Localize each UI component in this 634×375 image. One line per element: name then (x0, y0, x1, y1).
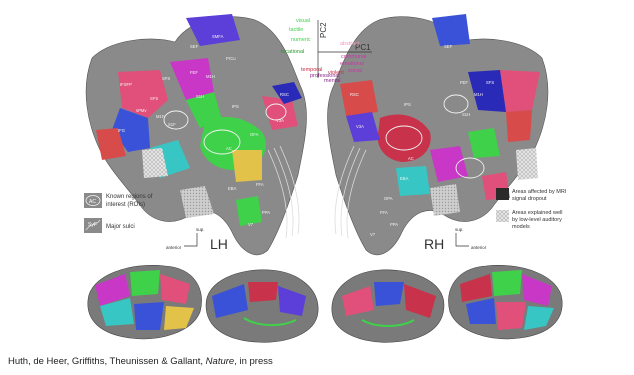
caption-journal: Nature (206, 356, 235, 367)
pc-term-green: visual (296, 18, 310, 24)
caption-status: , in press (234, 356, 273, 367)
dropout-legend-text: signal dropout (512, 196, 547, 202)
pc-term-mixed: mental (324, 78, 341, 84)
roi-legend-text: interest (ROIs) (106, 202, 145, 208)
pc-term-pink: social (348, 68, 362, 74)
pc-term-pink: communal (341, 54, 366, 60)
roi-label: V3A (356, 124, 364, 129)
roi-label: SFS (486, 80, 494, 85)
roi-label: RSC (350, 92, 359, 97)
roi-label: FEF (190, 70, 198, 75)
pc-term-mixed: violent (328, 70, 344, 76)
roi-label: SEF (190, 44, 199, 49)
sulci-legend-text: Major sulci (106, 224, 135, 230)
auditory-legend-text: by low-level auditory (512, 217, 562, 223)
pc-term-green: numeric (291, 37, 311, 43)
roi-label: SMFA (212, 34, 224, 39)
sulci-swatch-label: SyF (88, 222, 97, 228)
roi-label: V7 (248, 222, 254, 227)
pc-term-pink: emotional (340, 61, 364, 67)
roi-label: IPS (232, 104, 239, 109)
roi-label: FFA (380, 210, 388, 215)
roi-label: SEF (444, 44, 453, 49)
roi-label: EBA (400, 176, 409, 181)
roi-label: OFA (250, 132, 259, 137)
inflated-brain-lateral-right (449, 265, 563, 339)
rh-dropout-area (516, 148, 538, 180)
pc-term-green: tactile (289, 27, 303, 33)
roi-label: EBA (228, 186, 237, 191)
inflated-brain-lateral-left (88, 265, 202, 339)
lh-sup-label: sup. (196, 227, 205, 232)
roi-label: S1H (196, 94, 204, 99)
inflated-brain-medial-right (332, 270, 444, 342)
rh-sup-label: sup. (455, 227, 464, 232)
legend-right: Areas affected by MRI signal dropout Are… (496, 188, 567, 230)
roi-label: FFA (256, 182, 264, 187)
rh-patch (396, 166, 430, 196)
inflated-brain-medial-left (206, 270, 318, 342)
lh-label: LH (210, 236, 228, 252)
rh-patch (506, 110, 532, 142)
dropout-swatch (496, 188, 509, 200)
rh-auditory-area (430, 184, 460, 216)
roi-label: S1H (462, 112, 470, 117)
auditory-legend-text: Areas explained well (512, 210, 562, 216)
roi-label: M1H (474, 92, 483, 97)
caption-authors: Huth, de Heer, Griffiths, Theunissen & G… (8, 356, 206, 367)
lh-anterior-label: anterior (166, 245, 182, 250)
roi-label: PrCu (226, 56, 236, 61)
lh-patch (232, 150, 262, 182)
roi-label: V3A (276, 118, 284, 123)
roi-swatch-label: AC (89, 199, 96, 205)
roi-label: PPA (390, 222, 398, 227)
rh-label: RH (424, 236, 444, 252)
roi-label: IPS (404, 102, 411, 107)
pc-term-green: locational (281, 49, 304, 55)
auditory-swatch (496, 210, 509, 222)
roi-label: V7 (370, 232, 376, 237)
roi-label: PPA (262, 210, 270, 215)
auditory-legend-text: models (512, 224, 530, 230)
rh-anterior-label: anterior (471, 245, 487, 250)
roi-label: AC (408, 156, 414, 161)
roi-label: SFS (150, 96, 158, 101)
citation-caption: Huth, de Heer, Griffiths, Theunissen & G… (8, 356, 273, 367)
pc2-label: PC2 (319, 22, 328, 38)
left-flatmap (86, 14, 306, 255)
roi-label: S1F (168, 122, 176, 127)
roi-label: IFSFP (120, 82, 132, 87)
roi-label: M1H (206, 74, 215, 79)
roi-label: M1F (156, 114, 165, 119)
dropout-legend-text: Areas affected by MRI (512, 189, 567, 195)
legend-left: AC Known regions of interest (ROIs) SyF … (84, 193, 153, 233)
roi-label: AC (226, 146, 232, 151)
orientation-markers: LH RH sup. anterior sup. anterior (166, 227, 487, 252)
lh-orientation-arrow (184, 233, 197, 246)
roi-label: IFG (118, 128, 125, 133)
roi-legend-text: Known regions of (106, 194, 153, 200)
roi-label: SFS (162, 76, 170, 81)
roi-label: RSC (280, 92, 289, 97)
roi-label: FEF (460, 80, 468, 85)
roi-label: OPA (384, 196, 393, 201)
rh-patch (340, 80, 378, 116)
rh-orientation-arrow (456, 233, 469, 246)
pc-term-pink: abstract (340, 41, 360, 47)
roi-label: sPMv (136, 108, 147, 113)
